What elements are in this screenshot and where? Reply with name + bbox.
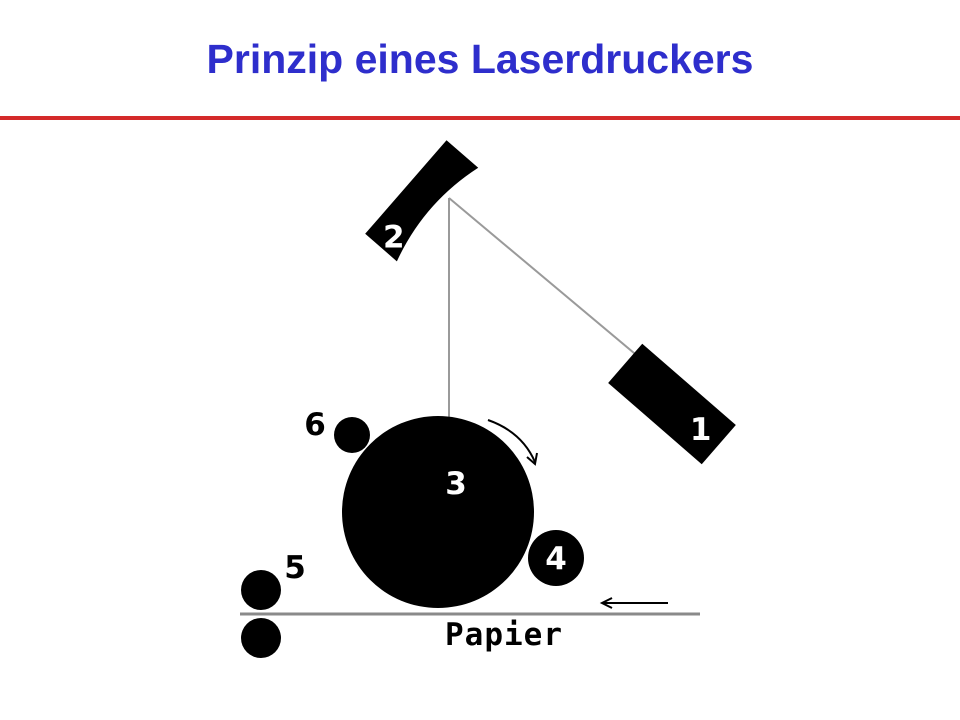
laser-label: 1 <box>690 412 712 448</box>
photo-drum-3 <box>342 416 534 608</box>
laser-1: 1 <box>608 343 736 465</box>
fuser-label: 5 <box>284 550 306 586</box>
mirror-body <box>365 140 479 262</box>
laser-body <box>608 343 736 465</box>
developer-label: 4 <box>545 541 567 577</box>
charger-label: 6 <box>304 407 326 443</box>
mirror-2: 2 <box>365 140 479 262</box>
laser-beam-to-mirror <box>448 197 641 359</box>
paper-label: Papier <box>445 617 563 653</box>
rotation-arrow-icon <box>487 419 536 463</box>
drum-label: 3 <box>445 466 467 502</box>
mirror-label: 2 <box>383 219 405 255</box>
page-title: Prinzip eines Laserdruckers <box>206 36 754 82</box>
rotation-arrow-head <box>526 452 538 466</box>
fuser-roller-top <box>241 570 281 610</box>
charger-roller-6 <box>334 417 370 453</box>
title-divider <box>0 116 960 120</box>
fuser-roller-bottom <box>241 618 281 658</box>
paper-direction-arrow-head <box>599 597 613 609</box>
developer-roller-4 <box>528 530 584 586</box>
